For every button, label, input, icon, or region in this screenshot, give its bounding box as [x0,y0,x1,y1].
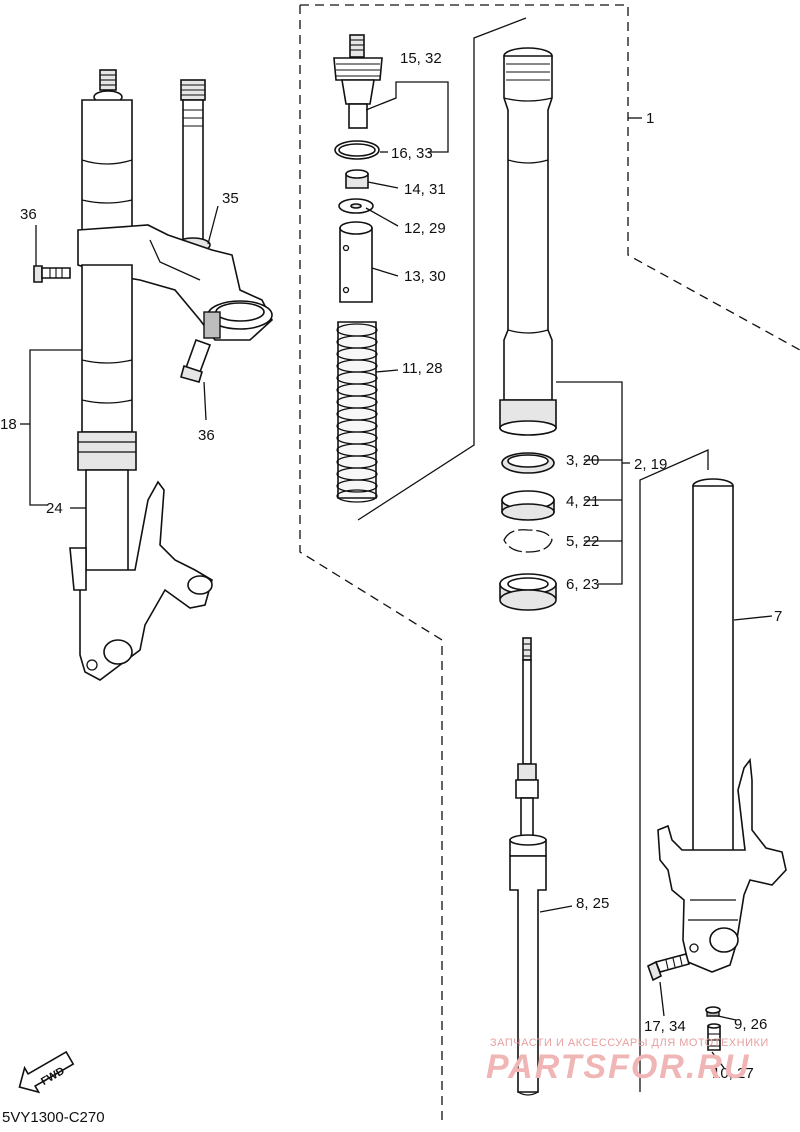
callout-13-30: 13, 30 [404,268,446,285]
callout-4-21: 4, 21 [566,493,599,510]
callout-36-bottom: 36 [198,427,215,444]
callout-18: 18 [0,416,17,433]
watermark-caption: ЗАПЧАСТИ И АКСЕССУАРЫ ДЛЯ МОТОТЕХНИКИ [490,1037,769,1049]
fwd-arrow-icon [18,1050,75,1094]
callout-35: 35 [222,190,239,207]
assembled-front-fork [33,69,273,681]
callout-12-29: 12, 29 [404,220,446,237]
callout-1: 1 [646,110,654,127]
callout-36-top: 36 [20,206,37,223]
diagram-code: 5VY1300-C270 [2,1109,105,1126]
callout-6-23: 6, 23 [566,576,599,593]
callout-17-34: 17, 34 [644,1018,686,1035]
callout-2-19: 2, 19 [634,456,667,473]
assembly-dashed-outline [299,5,443,1122]
callout-3-20: 3, 20 [566,452,599,469]
outer-tube [499,47,557,436]
callout-11-28: 11, 28 [402,360,443,377]
callout-15-32: 15, 32 [400,50,442,67]
callout-24: 24 [46,500,63,517]
callout-14-31: 14, 31 [404,181,446,198]
exploded-internals [333,34,383,503]
callout-7: 7 [774,608,782,625]
assembly-dashed-outline-top [300,4,800,351]
callout-9-26: 9, 26 [734,1016,767,1033]
callout-5-22: 5, 22 [566,533,599,550]
damper-rod [509,637,547,1096]
watermark-logo: PARTSFOR.RU [486,1048,750,1086]
callout-10-27: 10, 27 [712,1065,754,1082]
callout-8-25: 8, 25 [576,895,609,912]
inner-tube-assembly [647,478,787,1051]
axle-bracket [79,480,213,681]
seal-parts [499,452,557,611]
fork-spring [336,321,378,503]
callout-16-33: 16, 33 [391,145,433,162]
